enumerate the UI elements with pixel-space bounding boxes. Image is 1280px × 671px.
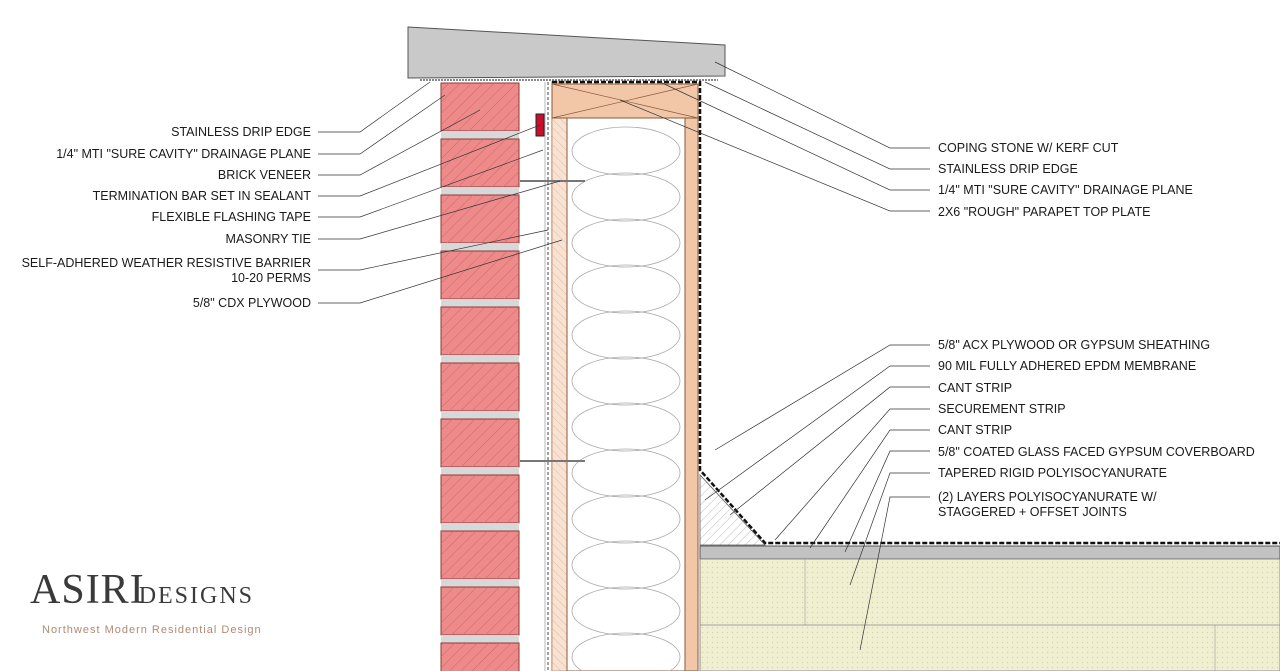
- callout-label: 1/4" MTI "SURE CAVITY" DRAINAGE PLANE: [938, 183, 1193, 197]
- batt-insulation: [571, 126, 681, 671]
- firm-logo: ASIRIDESIGNS Northwest Modern Residentia…: [30, 566, 262, 636]
- leader-line: [849, 472, 930, 586]
- callout-label: TERMINATION BAR SET IN SEALANT: [93, 189, 312, 203]
- leader-line: [844, 450, 930, 553]
- callout-label: SELF-ADHERED WEATHER RESISTIVE BARRIER: [22, 256, 311, 270]
- callout-label: STAINLESS DRIP EDGE: [171, 125, 311, 139]
- inner-sheathing: [684, 117, 699, 671]
- leader-line: [318, 180, 561, 240]
- brick: [440, 642, 520, 671]
- coverboard: [699, 545, 1280, 560]
- brick-veneer: [440, 82, 520, 671]
- callout-label: 5/8" COATED GLASS FACED GYPSUM COVERBOAR…: [938, 445, 1255, 459]
- logo-name-main: ASIRI: [30, 567, 145, 613]
- leader-line: [318, 124, 541, 197]
- leader-line: [859, 496, 930, 651]
- coping-stone: [407, 26, 726, 79]
- cant-strip: [699, 473, 766, 546]
- leader-line: [809, 429, 930, 549]
- logo-name-sub: DESIGNS: [138, 583, 255, 609]
- callout-label: STAGGERED + OFFSET JOINTS: [938, 505, 1127, 519]
- brick: [440, 474, 520, 524]
- callout-label: SECUREMENT STRIP: [938, 402, 1066, 416]
- leader-line: [318, 109, 481, 176]
- callout-label: COPING STONE W/ KERF CUT: [938, 141, 1119, 155]
- callout-label: CANT STRIP: [938, 381, 1012, 395]
- callout-label: MASONRY TIE: [226, 232, 311, 246]
- callout-label: 5/8" CDX PLYWOOD: [193, 296, 311, 310]
- leader-line: [318, 149, 544, 218]
- logo-tagline: Northwest Modern Residential Design: [42, 624, 262, 636]
- leader-line: [619, 99, 930, 212]
- callout-label: 2X6 "ROUGH" PARAPET TOP PLATE: [938, 205, 1150, 219]
- labels-left: STAINLESS DRIP EDGE 1/4" MTI "SURE CAVITY…: [22, 81, 563, 310]
- leader-line: [774, 408, 930, 541]
- callout-label: 10-20 PERMS: [231, 271, 311, 285]
- leader-line: [318, 81, 431, 133]
- brick: [440, 586, 520, 636]
- brick: [440, 418, 520, 468]
- brick: [440, 138, 520, 188]
- callout-label: 90 MIL FULLY ADHERED EPDM MEMBRANE: [938, 359, 1196, 373]
- epdm-membrane: [552, 80, 1280, 545]
- brick: [440, 82, 520, 132]
- callout-label: TAPERED RIGID POLYISOCYANURATE: [938, 466, 1167, 480]
- leader-line: [704, 81, 930, 170]
- callout-label: STAINLESS DRIP EDGE: [938, 162, 1078, 176]
- leader-line: [729, 386, 930, 516]
- leader-line: [659, 81, 930, 191]
- callout-label: (2) LAYERS POLYISOCYANURATE W/: [938, 490, 1157, 504]
- leader-line: [714, 344, 930, 451]
- callout-label: 1/4" MTI "SURE CAVITY" DRAINAGE PLANE: [56, 147, 311, 161]
- callout-label: FLEXIBLE FLASHING TAPE: [152, 210, 311, 224]
- brick: [440, 306, 520, 356]
- leader-line: [714, 61, 930, 149]
- leader-line: [318, 229, 549, 271]
- labels-right-top: COPING STONE W/ KERF CUT STAINLESS DRIP E…: [619, 61, 1193, 219]
- leader-line: [318, 239, 563, 304]
- brick: [440, 250, 520, 300]
- callout-label: BRICK VENEER: [218, 168, 311, 182]
- brick: [440, 194, 520, 244]
- callout-label: 5/8" ACX PLYWOOD OR GYPSUM SHEATHING: [938, 338, 1210, 352]
- stud-cavity-insulation: [566, 117, 686, 671]
- leader-line: [318, 94, 446, 155]
- brick: [440, 362, 520, 412]
- leader-line: [704, 365, 930, 501]
- callout-label: CANT STRIP: [938, 423, 1012, 437]
- labels-right-bottom: 5/8" ACX PLYWOOD OR GYPSUM SHEATHING 90 M…: [704, 338, 1255, 651]
- brick: [440, 530, 520, 580]
